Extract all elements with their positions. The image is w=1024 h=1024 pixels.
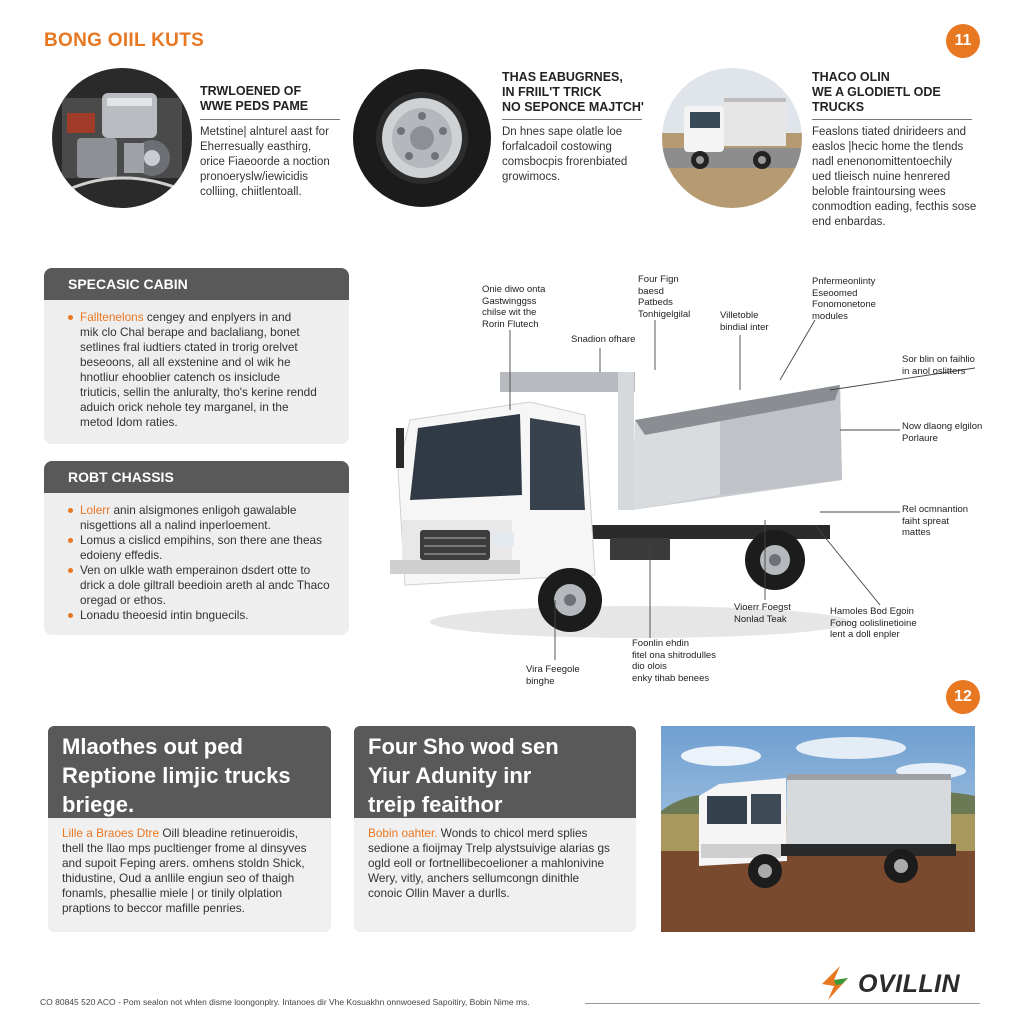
feature-divider bbox=[200, 119, 340, 120]
cabin-panel-title: SPECASIC CABIN bbox=[44, 268, 349, 300]
brand-logo-wordmark: OVILLIN bbox=[858, 970, 961, 998]
brand-logo-icon bbox=[818, 964, 852, 1002]
engine-photo bbox=[52, 68, 192, 208]
tire-photo bbox=[352, 68, 492, 208]
callout-headboard: Snadion ofhare bbox=[571, 334, 636, 345]
page-number-badge: 12 bbox=[946, 680, 980, 714]
cabin-lead: Falltenelons bbox=[80, 310, 144, 324]
chassis-panel-title: ROBT CHASSIS bbox=[44, 461, 349, 493]
feature-divider bbox=[812, 119, 972, 120]
info-card-body: Lille a Braoes Dtre Oill bleadine retinu… bbox=[62, 826, 307, 915]
cabin-panel: SPECASIC CABIN Falltenelons cengey and e… bbox=[44, 268, 349, 444]
footer-divider bbox=[585, 1003, 980, 1004]
main-truck-illustration bbox=[390, 372, 850, 638]
cabin-panel-body: Falltenelons cengey and enplyers in and … bbox=[44, 300, 349, 430]
info-card-body: Bobin oahter. Wonds to chicol merd splie… bbox=[368, 826, 610, 900]
truck-field-photo bbox=[661, 726, 975, 932]
page-number-badge: 11 bbox=[946, 24, 980, 58]
feature-divider bbox=[502, 119, 642, 120]
footer-disclaimer: CO 80845 520 ACO - Pom sealon not whlen … bbox=[40, 997, 530, 1007]
chassis-panel: ROBT CHASSIS Lolerr anin alsigmones enli… bbox=[44, 461, 349, 635]
page-title: BONG OIIL KUTS bbox=[44, 30, 205, 51]
chassis-panel-body: Lolerr anin alsigmones enligoh gawalable… bbox=[44, 493, 349, 623]
